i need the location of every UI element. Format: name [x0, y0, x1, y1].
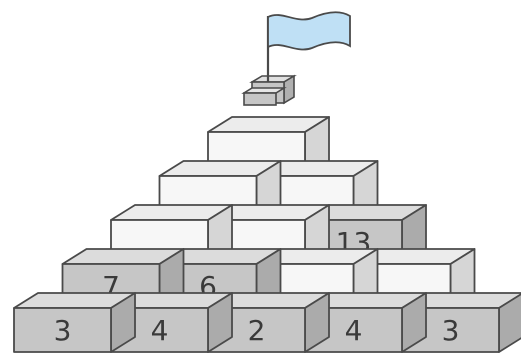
brick-value: 2 [248, 314, 266, 347]
brick-value: 3 [54, 314, 72, 347]
brick-value: 3 [442, 314, 460, 347]
brick: 3 [14, 293, 135, 352]
flag-icon [268, 12, 350, 82]
brick-value: 4 [151, 314, 169, 347]
brick-value: 4 [345, 314, 363, 347]
